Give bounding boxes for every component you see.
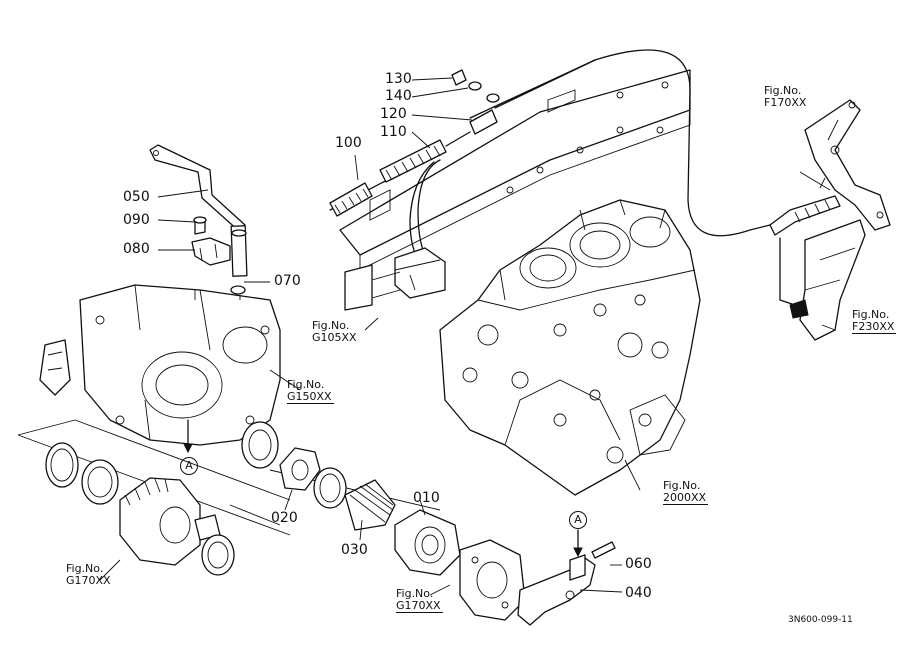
transmission-case — [39, 284, 281, 446]
part-number-110: 110 — [380, 124, 407, 140]
part-number-130: 130 — [385, 71, 412, 87]
marker-a-lower: A — [569, 511, 587, 529]
leader-lines — [99, 77, 839, 596]
fig-ref-g170-bottom[interactable]: Fig.No. G170XX — [396, 587, 443, 613]
right-lever-assembly — [769, 99, 891, 341]
fig-ref-g150[interactable]: Fig.No. G150XX — [287, 378, 334, 404]
fig-ref-g170-left[interactable]: Fig.No. G170XX — [66, 562, 111, 587]
part-number-030: 030 — [341, 542, 368, 558]
fig-ref-f170[interactable]: Fig.No. F170XX — [764, 84, 807, 109]
part-number-010: 010 — [413, 490, 440, 506]
fig-ref-f230[interactable]: Fig.No. F230XX — [852, 308, 897, 334]
center-parts — [241, 421, 526, 621]
part-number-080: 080 — [123, 241, 150, 257]
part-number-070: 070 — [274, 273, 301, 289]
part-number-050: 050 — [123, 189, 150, 205]
part-number-100: 100 — [335, 135, 362, 151]
control-cable — [469, 49, 771, 237]
part-number-090: 090 — [123, 212, 150, 228]
cable-rod-assembly — [329, 59, 596, 217]
shift-fork-040 — [517, 541, 616, 626]
part-number-060: 060 — [625, 556, 652, 572]
fig-ref-g105[interactable]: Fig.No. G105XX — [312, 319, 357, 344]
marker-a-upper: A — [180, 457, 198, 475]
fig-ref-2000[interactable]: Fig.No. 2000XX — [663, 479, 709, 505]
part-number-140: 140 — [385, 88, 412, 104]
part-number-120: 120 — [380, 106, 407, 122]
g105-bracket — [344, 247, 446, 311]
engine-block — [439, 199, 701, 496]
part-number-020: 020 — [271, 510, 298, 526]
drawing-code: 3N600-099-11 — [788, 615, 853, 625]
lever-050 — [149, 144, 248, 295]
differential-parts — [45, 442, 235, 576]
part-number-040: 040 — [625, 585, 652, 601]
